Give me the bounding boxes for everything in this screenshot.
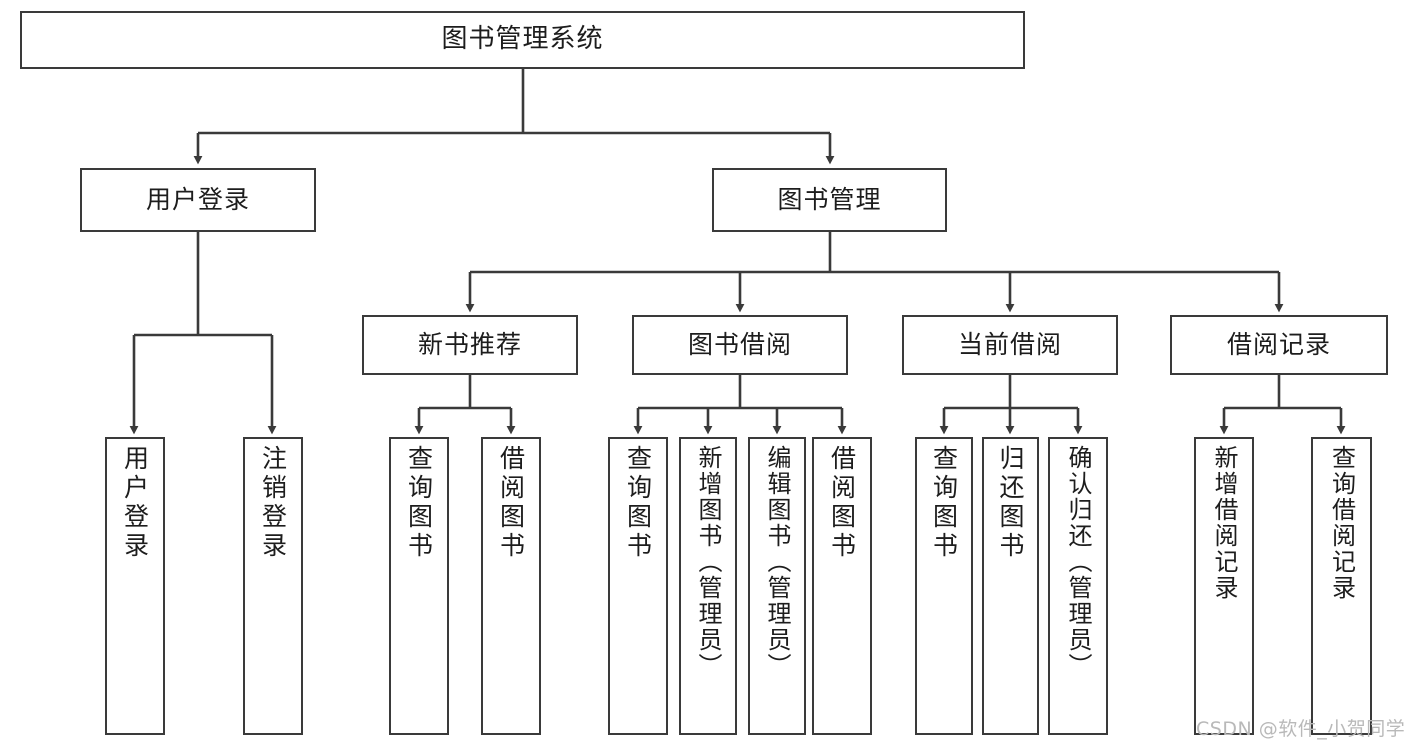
node-label: 查询图书 xyxy=(404,445,434,561)
node-label: 用户登录 xyxy=(120,445,150,561)
leaf-edit-book-admin[interactable]: 编辑图书（管理员） xyxy=(748,437,806,735)
leaf-add-book-admin[interactable]: 新增图书（管理员） xyxy=(679,437,737,735)
leaf-query-book-borrow[interactable]: 查询图书 xyxy=(608,437,668,735)
node-new-book-recommendation[interactable]: 新书推荐 xyxy=(362,315,578,375)
leaf-add-borrow-record[interactable]: 新增借阅记录 xyxy=(1194,437,1254,735)
node-label: 图书借阅 xyxy=(687,330,792,359)
node-label: 新增图书（管理员） xyxy=(694,445,722,679)
node-label: 借阅图书 xyxy=(827,445,857,561)
node-label: 借阅图书 xyxy=(496,445,526,561)
leaf-confirm-return-admin[interactable]: 确认归还（管理员） xyxy=(1048,437,1108,735)
node-label: 编辑图书（管理员） xyxy=(763,445,791,679)
node-label: 注销登录 xyxy=(258,445,288,561)
node-label: 查询图书 xyxy=(929,445,959,561)
node-root-book-management-system[interactable]: 图书管理系统 xyxy=(20,11,1025,69)
node-label: 新增借阅记录 xyxy=(1210,445,1238,601)
leaf-query-book-new-rec[interactable]: 查询图书 xyxy=(389,437,449,735)
node-label: 图书管理系统 xyxy=(441,24,604,55)
node-user-login[interactable]: 用户登录 xyxy=(80,168,316,232)
leaf-logout-login[interactable]: 注销登录 xyxy=(243,437,303,735)
leaf-query-borrow-record[interactable]: 查询借阅记录 xyxy=(1311,437,1372,735)
csdn-watermark: CSDN @软件_小贺同学 xyxy=(1196,718,1405,740)
leaf-return-book[interactable]: 归还图书 xyxy=(982,437,1039,735)
leaf-borrow-book-new-rec[interactable]: 借阅图书 xyxy=(481,437,541,735)
node-label: 确认归还（管理员） xyxy=(1064,445,1092,679)
node-label: 借阅记录 xyxy=(1226,330,1331,359)
leaf-query-book-current[interactable]: 查询图书 xyxy=(915,437,973,735)
node-book-borrowing[interactable]: 图书借阅 xyxy=(632,315,848,375)
node-borrowing-record[interactable]: 借阅记录 xyxy=(1170,315,1388,375)
node-label: 新书推荐 xyxy=(417,330,522,359)
node-current-borrowing[interactable]: 当前借阅 xyxy=(902,315,1118,375)
node-label: 归还图书 xyxy=(996,445,1025,561)
node-label: 图书管理 xyxy=(777,185,882,214)
node-book-management[interactable]: 图书管理 xyxy=(712,168,947,232)
node-label: 当前借阅 xyxy=(957,330,1062,359)
node-label: 查询借阅记录 xyxy=(1327,445,1356,601)
node-label: 用户登录 xyxy=(145,185,250,214)
leaf-user-login[interactable]: 用户登录 xyxy=(105,437,165,735)
node-label: 查询图书 xyxy=(623,445,653,561)
leaf-borrow-book-borrow[interactable]: 借阅图书 xyxy=(812,437,872,735)
